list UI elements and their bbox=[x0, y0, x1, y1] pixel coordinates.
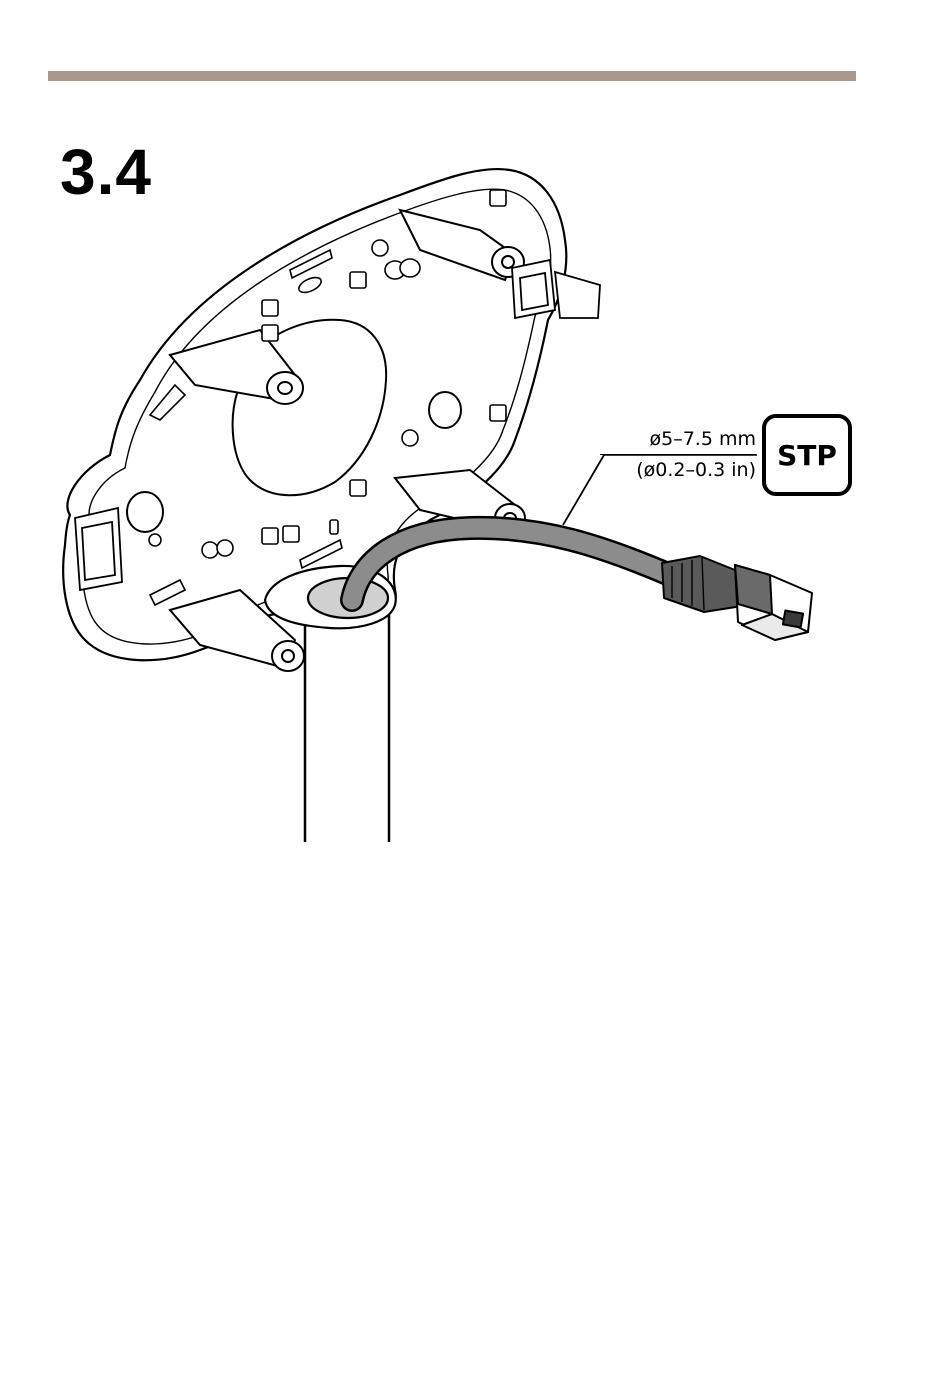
rj45-connector bbox=[662, 556, 812, 640]
conduit-pipe bbox=[305, 610, 389, 842]
cable-diameter-imperial: (ø0.2–0.3 in) bbox=[600, 455, 756, 484]
callout-leader-line bbox=[563, 455, 604, 525]
cable-type-badge: STP bbox=[762, 414, 852, 496]
cable-diameter-callout: ø5–7.5 mm (ø0.2–0.3 in) bbox=[600, 426, 756, 484]
cable-diameter-metric: ø5–7.5 mm bbox=[600, 426, 756, 455]
network-cable bbox=[352, 528, 670, 600]
